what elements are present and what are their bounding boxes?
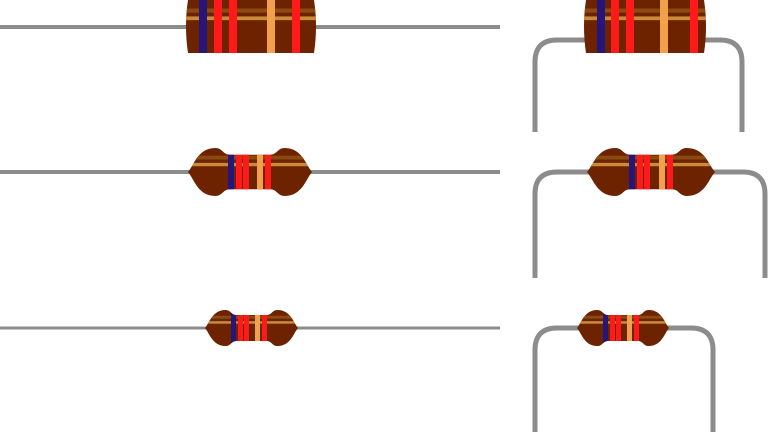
body-details [577,310,669,346]
color-band-4 [255,310,260,346]
color-band-3 [243,148,249,196]
color-band-4 [627,310,632,346]
resistor-small-straight [0,310,500,346]
body-highlight-dark [186,8,316,13]
body-highlight-dark [205,315,298,319]
body-highlight-dark [188,155,312,160]
resistor-body [188,148,312,196]
body-highlight-dark [587,155,715,160]
color-band-4 [659,148,665,196]
color-band-1 [228,148,234,196]
body-highlight-light [577,321,669,324]
body-highlight-dark [577,315,669,319]
color-band-5 [634,310,639,346]
color-band-2 [236,148,242,196]
body-details [584,0,706,53]
resistor-medium-straight [0,148,500,196]
color-band-5 [292,0,300,53]
color-band-3 [644,148,650,196]
color-band-5 [265,148,271,196]
resistor-body [205,310,298,346]
body-highlight-dark [584,8,706,13]
body-highlight-light [205,321,298,324]
color-band-1 [199,0,207,53]
body-highlight-light [584,16,706,21]
body-details [587,148,715,196]
color-band-4 [660,0,668,53]
color-band-2 [610,310,615,346]
color-band-3 [616,310,621,346]
resistor-medium-bent [532,148,768,278]
resistor-large-bent [532,0,745,132]
body-highlight-light [587,162,715,167]
color-band-3 [626,0,634,53]
color-band-5 [690,0,698,53]
color-band-3 [244,310,249,346]
color-band-3 [229,0,237,53]
color-band-2 [214,0,222,53]
color-band-2 [637,148,643,196]
color-band-5 [262,310,267,346]
body-details [186,0,316,53]
bent-lead-wire [532,325,716,432]
body-details [205,310,298,346]
resistor-small-bent [532,310,716,432]
color-band-4 [267,0,275,53]
color-band-2 [611,0,619,53]
body-highlight-light [188,162,312,167]
color-band-1 [629,148,635,196]
color-band-1 [603,310,608,346]
color-band-1 [231,310,236,346]
bent-lead-wire [532,37,745,132]
color-band-1 [597,0,605,53]
resistor-large-straight [0,0,500,53]
resistor-body [577,310,669,346]
color-band-5 [667,148,673,196]
body-details [188,148,312,196]
resistor-body [587,148,715,196]
color-band-4 [257,148,263,196]
color-band-2 [238,310,243,346]
body-highlight-light [186,16,316,21]
